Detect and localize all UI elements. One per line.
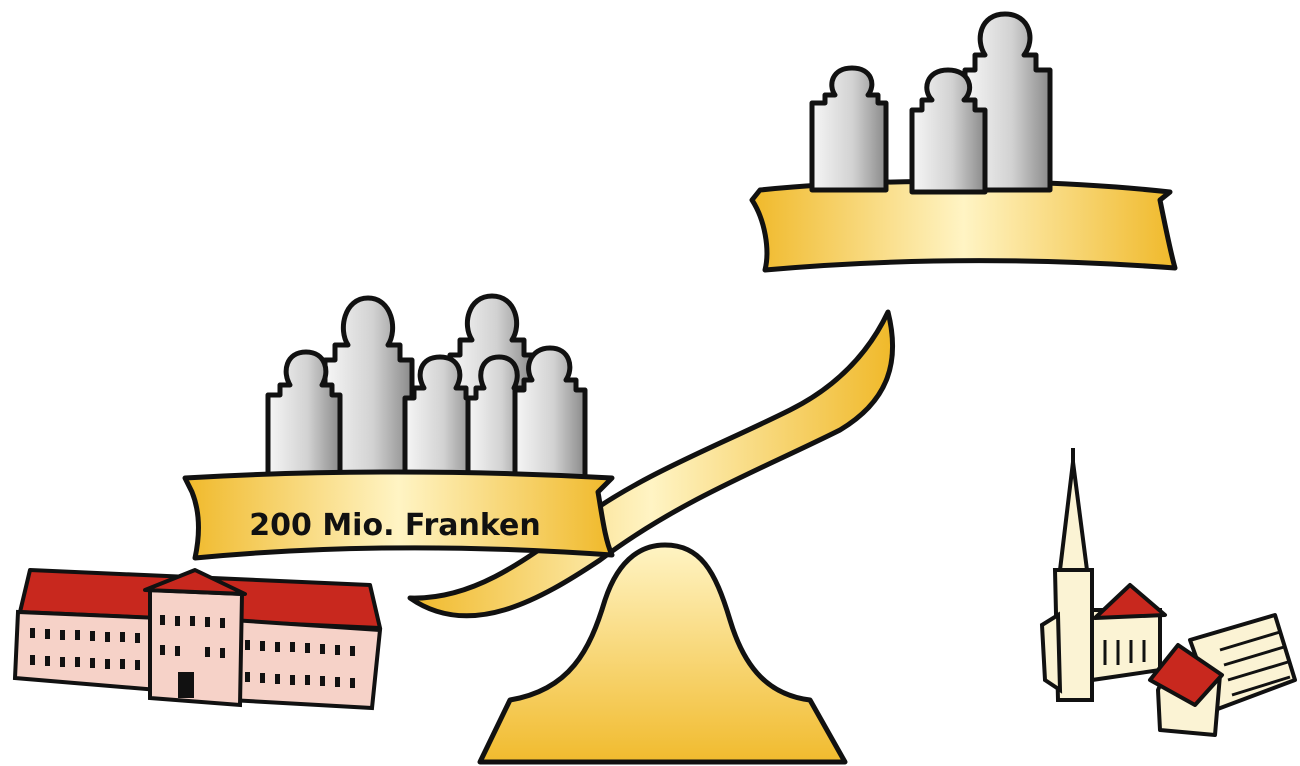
- weights-stack-icon: [268, 296, 585, 480]
- school-building-icon: [15, 570, 380, 708]
- left-weights: [268, 296, 585, 480]
- weights-stack-icon: [812, 14, 1050, 192]
- right-pan: [752, 181, 1175, 270]
- right-weights: [812, 14, 1050, 192]
- church-village-icon: [1042, 448, 1295, 735]
- left-pan-label: 200 Mio. Franken: [249, 508, 540, 543]
- left-pan: 200 Mio. Franken: [185, 472, 612, 558]
